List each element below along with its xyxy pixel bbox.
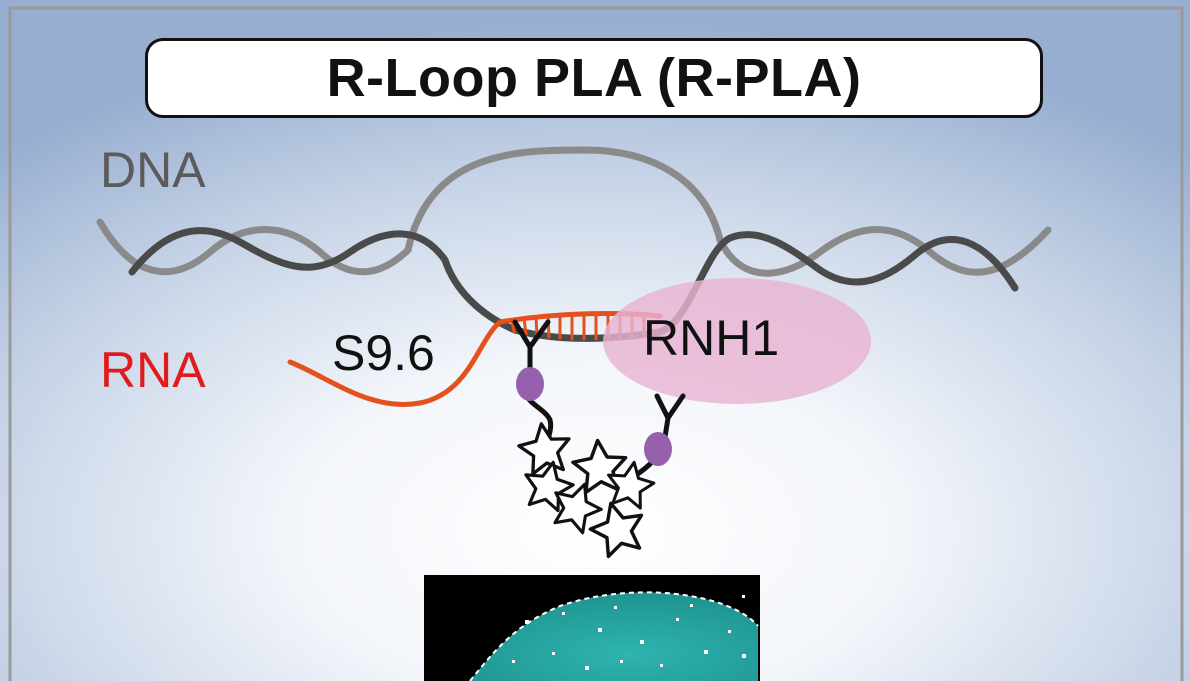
dna-displaced-strand [404,146,724,254]
dna-label: DNA [100,142,206,198]
dna-light-strand-left [96,218,412,276]
dna-light-strand-right [716,226,1052,277]
dna-dark-strand-left [128,227,519,334]
title-box: R-Loop PLA (R-PLA) [145,38,1043,118]
rna-label: RNA [100,342,206,398]
figure-title: R-Loop PLA (R-PLA) [326,48,862,108]
oligo-ellipse-icon [516,367,544,401]
figure-border [8,6,1184,681]
s96-antibody-label: S9.6 [332,325,435,381]
nucleus-image [424,575,760,681]
rnh1-label: RNH1 [643,310,780,366]
oligo-ellipse-icon [644,432,672,466]
dna-dark-strand-right [656,231,1019,336]
dna-duplex [96,146,1052,342]
rna-free-tail [287,319,503,407]
rnh1-ellipse [603,278,871,404]
